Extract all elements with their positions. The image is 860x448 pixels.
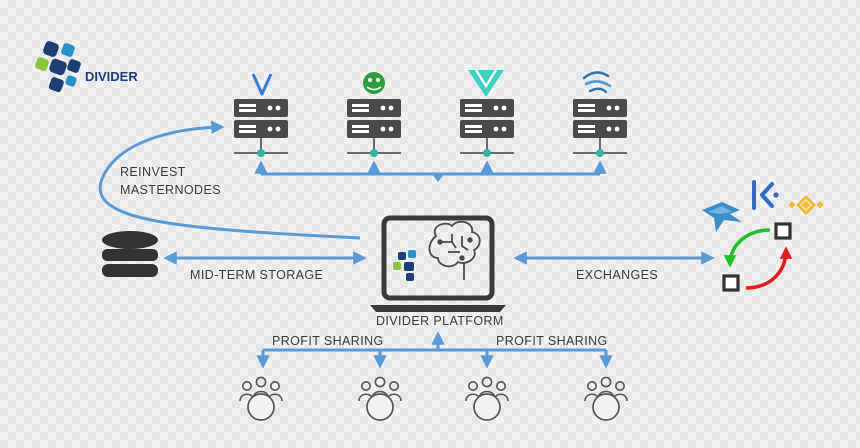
divider-logo: DIVIDER bbox=[35, 41, 138, 93]
binance-logo-icon bbox=[788, 194, 824, 216]
exchange-logos bbox=[702, 180, 824, 232]
kucoin-logo-icon bbox=[752, 180, 779, 210]
reinvest-label-line1: REINVEST bbox=[120, 165, 186, 179]
swirl-coin-logo-icon bbox=[582, 71, 612, 94]
masternode-coin-logos bbox=[251, 69, 612, 97]
investor-group-icon bbox=[465, 376, 509, 421]
frog-coin-logo-icon bbox=[363, 72, 385, 94]
masternode-server-4 bbox=[572, 98, 628, 158]
masternode-bus bbox=[254, 160, 607, 176]
swap-node-top bbox=[774, 222, 792, 240]
laptop-icon bbox=[370, 215, 506, 312]
investor-group-icon bbox=[239, 376, 283, 421]
masternode-server-2 bbox=[346, 98, 402, 158]
bird-exchange-logo-icon bbox=[702, 202, 742, 232]
reinvest-label-line2: MASTERNODES bbox=[120, 183, 221, 197]
masternode-server-1 bbox=[233, 98, 289, 158]
bus-merge-arrowhead bbox=[432, 174, 444, 182]
masternode-servers bbox=[233, 98, 628, 158]
swap-node-bottom bbox=[722, 274, 740, 292]
reinvest-arrow bbox=[98, 120, 361, 240]
exchange-swap-cycle bbox=[722, 222, 793, 292]
profit-sharing-label-left: PROFIT SHARING bbox=[272, 334, 384, 348]
platform-label: DIVIDER PLATFORM bbox=[376, 314, 504, 328]
green-swap-arrow bbox=[723, 228, 771, 268]
red-swap-arrow bbox=[745, 246, 793, 290]
investor-groups bbox=[239, 376, 628, 421]
investor-group-icon bbox=[584, 376, 628, 421]
database-icon bbox=[102, 231, 158, 277]
profit-sharing-tree bbox=[256, 331, 613, 369]
profit-sharing-label-right: PROFIT SHARING bbox=[496, 334, 608, 348]
brand-name: DIVIDER bbox=[85, 69, 138, 84]
investor-group-icon bbox=[358, 376, 402, 421]
divider-logo-mark-icon bbox=[35, 41, 81, 93]
divider-mini-logo-icon bbox=[393, 250, 416, 281]
circuit-brain-icon bbox=[428, 220, 481, 280]
masternode-server-3 bbox=[459, 98, 515, 158]
storage-label: MID-TERM STORAGE bbox=[190, 268, 323, 282]
v-diamond-logo-icon bbox=[468, 69, 504, 97]
vcoin-logo-icon bbox=[251, 73, 273, 96]
exchanges-label: EXCHANGES bbox=[576, 268, 658, 282]
